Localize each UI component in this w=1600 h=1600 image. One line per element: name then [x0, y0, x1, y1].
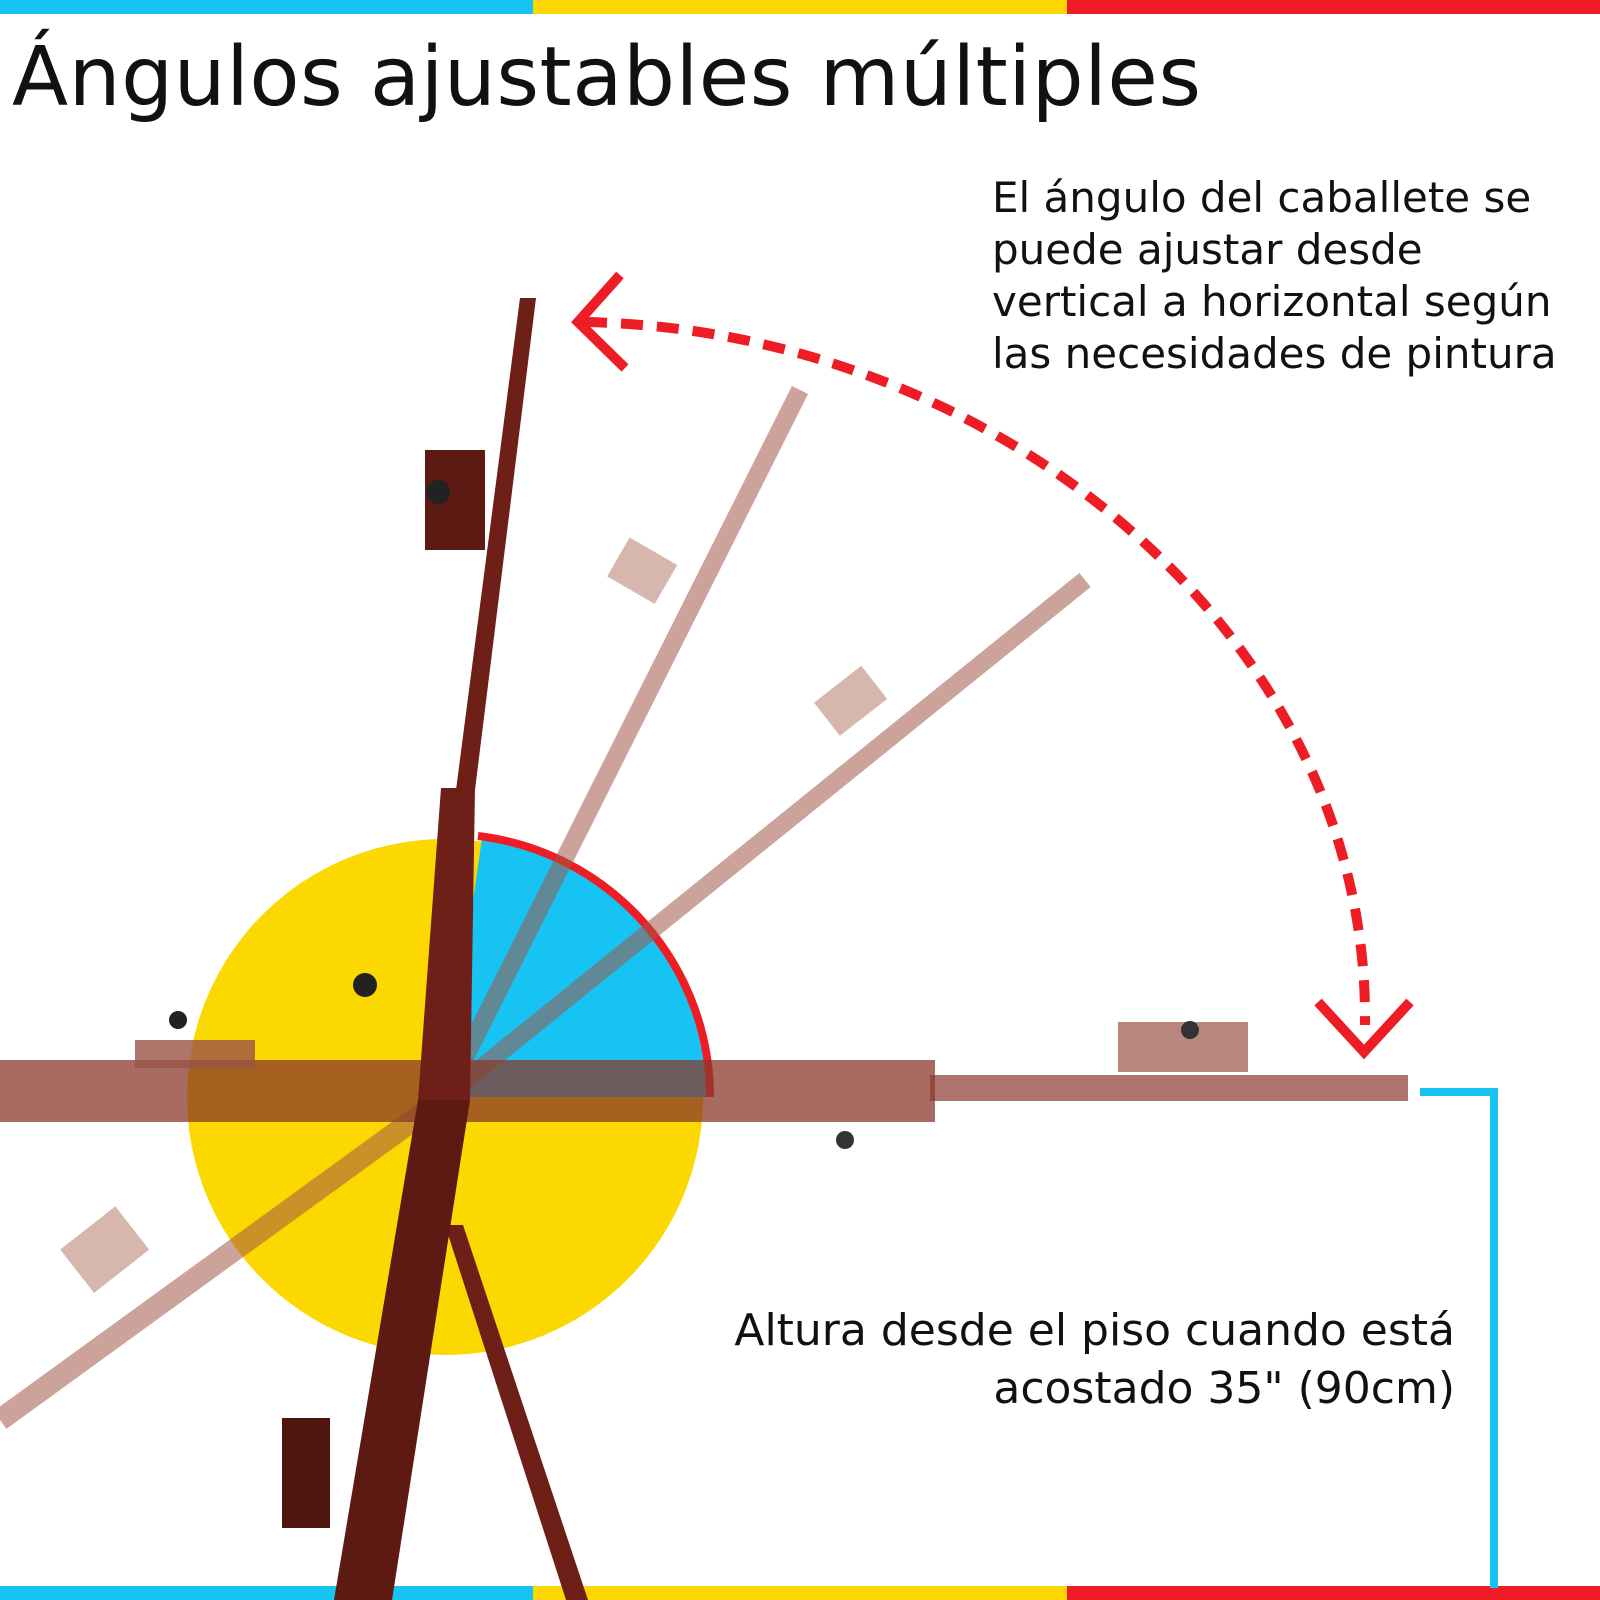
bottom-bar-blue [0, 1586, 534, 1600]
ghost-positions [0, 385, 1091, 1429]
top-bar-red [1066, 0, 1600, 14]
easel-mast-lower [334, 1100, 470, 1600]
blue-quarter [445, 838, 706, 1097]
easel-mast-upper [456, 298, 536, 790]
knob-2 [1181, 1021, 1199, 1039]
ghost-holder-down [60, 1206, 150, 1293]
easel-leg-back [445, 1225, 588, 1600]
bottom-bar-red [1066, 1586, 1600, 1600]
arrowhead-bottom [1314, 998, 1414, 1060]
angle-description-line-4: las necesidades de pintura [992, 329, 1557, 378]
ghost-mast-down [0, 1088, 452, 1429]
easel-top-knob [426, 480, 450, 504]
easel-bottom-holder [282, 1418, 330, 1528]
ghost-holder-60 [607, 537, 678, 604]
ghost-mast-30 [439, 572, 1091, 1105]
top-color-bar [0, 0, 1600, 14]
height-description-line-2: acostado 35" (90cm) [993, 1363, 1455, 1414]
curved-arrow-path [584, 317, 1371, 1026]
page-title: Ángulos ajustables múltiples [12, 30, 1202, 125]
top-bar-blue [0, 0, 534, 14]
angle-description: El ángulo del caballete se puede ajustar… [992, 172, 1592, 380]
height-bracket-icon [1420, 1088, 1498, 1588]
ghost-mast-60 [436, 385, 809, 1102]
height-description-line-1: Altura desde el piso cuando está [734, 1305, 1455, 1356]
dashed-curved-double-arrow-icon [571, 271, 1414, 1060]
top-bar-yellow [533, 0, 1067, 14]
height-description: Altura desde el piso cuando está acostad… [734, 1302, 1455, 1418]
easel-mast-middle [418, 788, 475, 1100]
bottom-bar-yellow [533, 1586, 1067, 1600]
red-arc [477, 832, 714, 1098]
horizontal-holder-left [135, 1040, 255, 1068]
ghost-holder-30 [814, 665, 888, 736]
vertical-easel [282, 298, 588, 1600]
angle-description-line-3: vertical a horizontal según [992, 277, 1552, 326]
bottom-color-bar [0, 1586, 1600, 1600]
easel-middle-knob [353, 973, 377, 997]
horizontal-bar-extension [930, 1075, 1408, 1101]
knob-1 [169, 1011, 187, 1029]
knob-3 [836, 1131, 854, 1149]
angle-description-line-1: El ángulo del caballete se [992, 173, 1532, 222]
arrowhead-top [571, 271, 629, 372]
angle-description-line-2: puede ajustar desde [992, 225, 1423, 274]
